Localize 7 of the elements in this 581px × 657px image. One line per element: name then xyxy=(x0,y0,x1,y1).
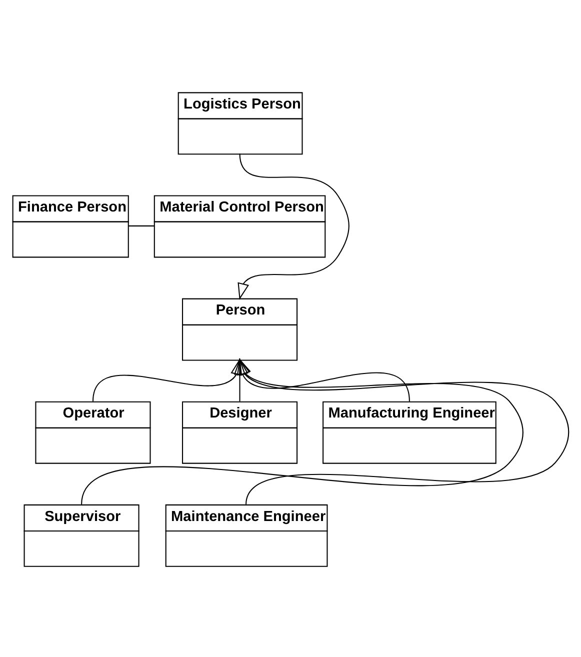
connector xyxy=(128,224,154,226)
arrow xyxy=(234,358,246,401)
arrow xyxy=(239,358,570,504)
arrow xyxy=(236,358,410,401)
arrow xyxy=(238,153,350,300)
arrow xyxy=(81,358,524,504)
arrow xyxy=(92,358,242,401)
